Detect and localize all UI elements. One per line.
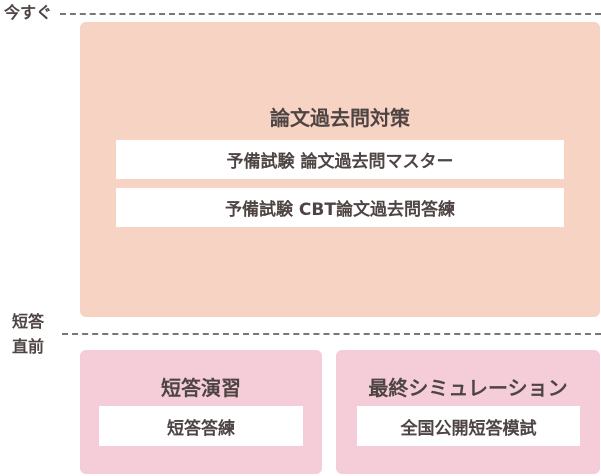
essay-title: 論文過去問対策 — [270, 106, 410, 130]
label-now: 今すぐ — [4, 3, 53, 22]
divider-short-answer — [62, 333, 601, 335]
short-practice-item: 短答答練 — [99, 406, 303, 446]
essay-section: 論文過去問対策 予備試験 論文過去問マスター 予備試験 CBT論文過去問答練 — [80, 22, 600, 317]
short-practice-section: 短答演習 短答答練 — [80, 350, 322, 474]
final-sim-title: 最終シミュレーション — [368, 376, 568, 400]
final-sim-section: 最終シミュレーション 全国公開短答模試 — [336, 350, 600, 474]
divider-now — [60, 13, 601, 15]
short-practice-title: 短答演習 — [161, 376, 241, 400]
label-short-answer-1: 短答 — [12, 312, 45, 331]
essay-item: 予備試験 論文過去問マスター — [116, 140, 564, 179]
label-short-answer-2: 直前 — [12, 337, 45, 356]
essay-item: 予備試験 CBT論文過去問答練 — [116, 188, 564, 227]
final-sim-item: 全国公開短答模試 — [357, 406, 580, 446]
